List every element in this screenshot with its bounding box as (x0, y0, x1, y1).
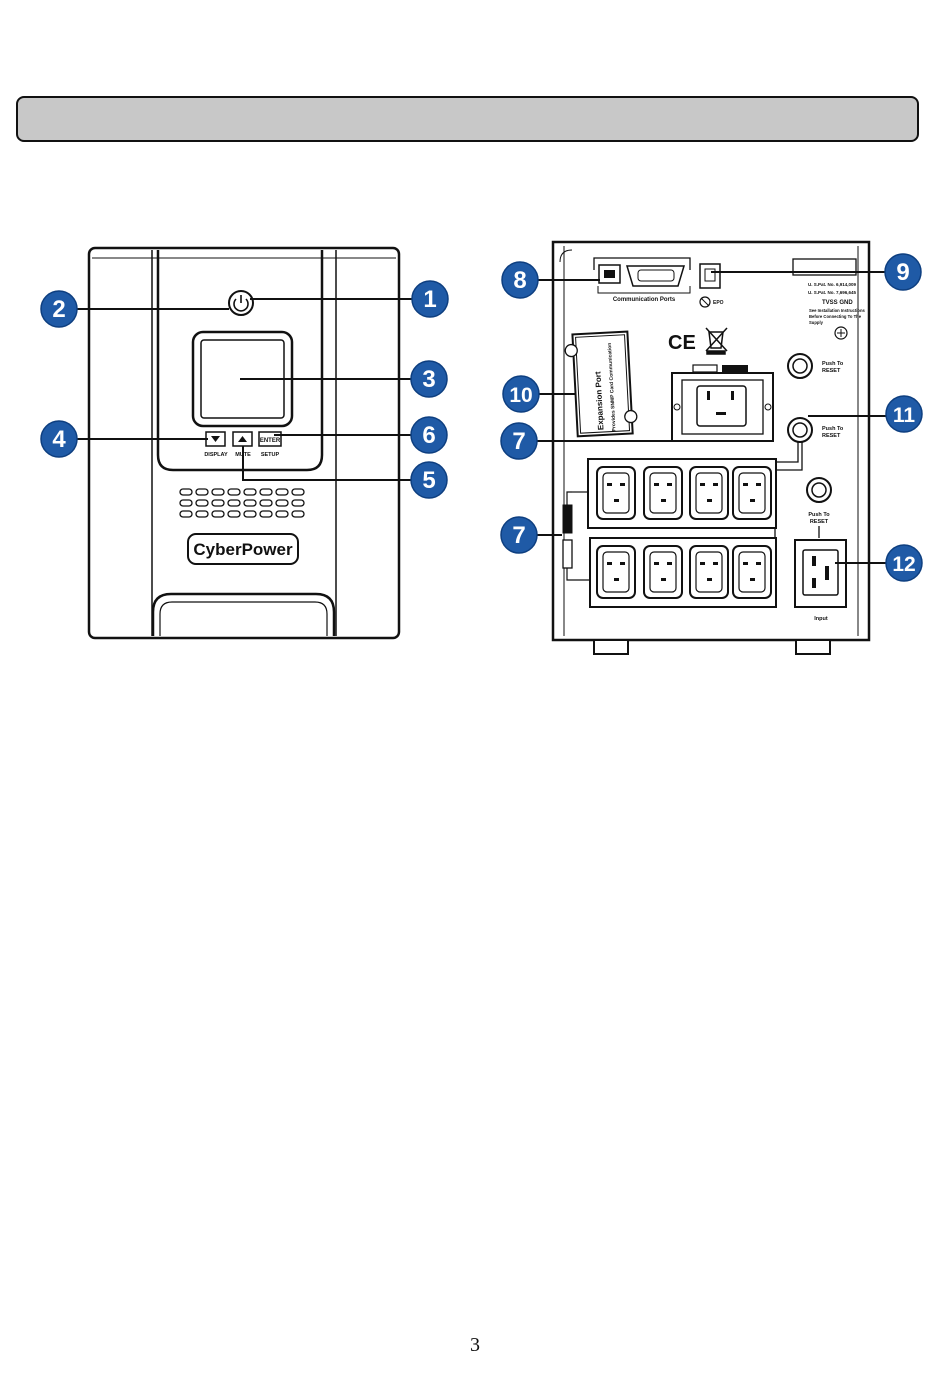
vent-slot (227, 488, 241, 496)
cyberpower-logo: CyberPower (193, 540, 293, 559)
callout-c6: 6 (410, 416, 448, 454)
callout-c5: 5 (410, 461, 448, 499)
c13-outlet (689, 466, 729, 520)
callout-c11: 11 (885, 395, 923, 433)
vent-slot (291, 510, 305, 518)
callout-number: 8 (513, 267, 526, 294)
callout-c9: 9 (884, 253, 922, 291)
vent-slot (275, 499, 289, 507)
svg-text:RESET: RESET (810, 519, 829, 525)
callout-number: 12 (892, 553, 915, 576)
callout-c1: 1 (411, 280, 449, 318)
callout-number: 3 (422, 366, 435, 393)
vent-slot (243, 510, 257, 518)
callout-c3: 3 (410, 360, 448, 398)
svg-text:Push To: Push To (822, 426, 844, 432)
ups-front-view: ENTER DISPLAY MUTE SETUP CyberPower (87, 246, 401, 640)
vent-slot (243, 499, 257, 507)
vent-slot (211, 488, 225, 496)
svg-text:RESET: RESET (822, 368, 841, 374)
vent-slot (243, 488, 257, 496)
callout-number: 4 (52, 426, 66, 453)
expansion-title: Expansion Port (593, 371, 605, 430)
vent-slot (179, 499, 193, 507)
vent-slot (211, 499, 225, 507)
svg-text:Push To: Push To (822, 361, 844, 367)
weee-bin-icon (705, 327, 728, 355)
c19-outlet (696, 385, 747, 427)
vent-slot (195, 488, 209, 496)
down-arrow-icon (211, 436, 220, 442)
svg-text:RESET: RESET (822, 433, 841, 439)
vent-slot (291, 488, 305, 496)
tvss-label: TVSS GND (822, 300, 853, 306)
callout-number: 10 (509, 384, 532, 407)
callout-c4: 4 (40, 420, 78, 458)
vent-slot (179, 488, 193, 496)
callout-number: 1 (423, 286, 436, 313)
epo-label: EPO (713, 300, 724, 306)
install-note-1: See Installation Instructions (809, 308, 866, 313)
serial-port (625, 265, 686, 287)
c13-outlet (689, 545, 729, 599)
input-label: Input (814, 616, 828, 622)
callout-number: 6 (422, 422, 435, 449)
vent-slot (259, 499, 273, 507)
input-inlet (802, 549, 839, 596)
ups-rear-view: Communication Ports EPO U. S.Pat. No. 6,… (551, 240, 871, 655)
callout-c7b: 7 (500, 516, 538, 554)
c13-outlet (596, 466, 636, 520)
callout-number: 2 (52, 296, 65, 323)
expansion-port: Expansion Port Provides SNMP Card Commun… (564, 330, 638, 438)
vent-slot (227, 510, 241, 518)
vent-slot (227, 499, 241, 507)
install-note-2: Before Connecting To The (809, 314, 862, 319)
callout-number: 7 (512, 522, 525, 549)
ce-mark: CE (668, 332, 696, 354)
callout-number: 9 (896, 259, 909, 286)
install-note-3: Supply (809, 320, 824, 325)
callout-number: 11 (893, 404, 916, 427)
svg-text:Push To: Push To (808, 512, 830, 518)
patent-line-1: U. S.Pat. No. 6,914,009 (808, 282, 857, 287)
callout-c7a: 7 (500, 422, 538, 460)
vent-slot (291, 499, 305, 507)
vent-slot (211, 510, 225, 518)
front-vents (179, 488, 305, 518)
vent-slot (195, 499, 209, 507)
vent-slot (195, 510, 209, 518)
front-handle (151, 592, 336, 636)
vent-slot (259, 488, 273, 496)
callout-c12: 12 (885, 544, 923, 582)
page-number: 3 (470, 1334, 480, 1356)
setup-label: SETUP (261, 452, 280, 458)
expansion-subtitle: Provides SNMP Card Communication (607, 343, 618, 432)
c13-outlet (732, 545, 772, 599)
display-label: DISPLAY (204, 452, 228, 458)
c13-outlet (643, 466, 683, 520)
callout-c8: 8 (501, 261, 539, 299)
callout-number: 7 (512, 428, 525, 455)
c13-outlet (643, 545, 683, 599)
c13-outlet (596, 545, 636, 599)
vent-slot (259, 510, 273, 518)
callout-c2: 2 (40, 290, 78, 328)
logo-badge (187, 533, 299, 565)
c13-outlet (732, 466, 772, 520)
comm-ports-label: Communication Ports (613, 297, 676, 303)
vent-slot (275, 510, 289, 518)
enter-label: ENTER (260, 438, 281, 444)
callout-c10: 10 (502, 375, 540, 413)
vent-slot (275, 488, 289, 496)
up-arrow-icon (238, 436, 247, 442)
power-icon (233, 298, 249, 312)
leader-lines (76, 271, 887, 564)
callout-number: 5 (422, 467, 435, 494)
section-title-bar (16, 96, 919, 142)
vent-slot (179, 510, 193, 518)
patent-line-2: U. S.Pat. No. 7,696,645 (808, 290, 857, 295)
epo-port (699, 263, 721, 289)
